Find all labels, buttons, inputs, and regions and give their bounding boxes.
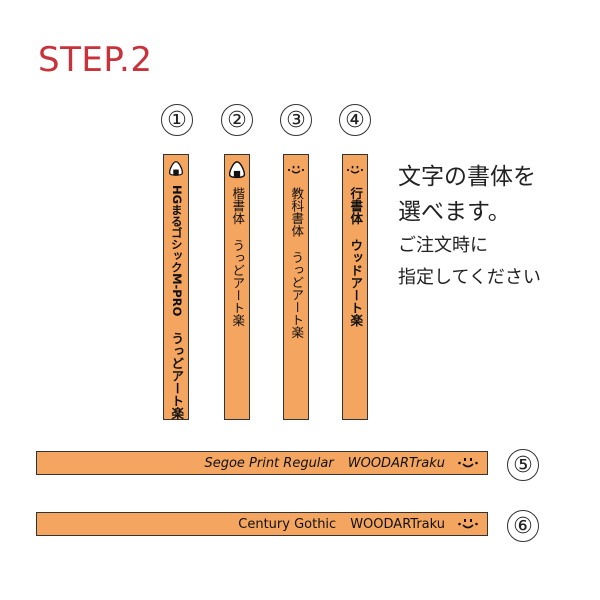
font-name-label: Century Gothic (238, 516, 337, 532)
smiley-icon (287, 165, 305, 174)
smiley-icon (458, 519, 478, 529)
option-number-2: ② (221, 104, 253, 136)
sample-text: ウッドアート楽 (348, 238, 364, 327)
option-number-1: ① (161, 104, 193, 136)
option-number-3: ③ (280, 104, 312, 136)
smiley-icon (346, 165, 364, 174)
sample-text: うっどアート楽 (289, 251, 305, 339)
instruction-line-1: 文字の書体を (398, 164, 536, 190)
option-number-5: ⑤ (507, 449, 539, 481)
font-sample-stick-2[interactable]: 楷書体 うっどアート楽 (224, 154, 250, 420)
font-name-label: HGまるゴシックM-PRO (169, 184, 184, 316)
option-number-4: ④ (339, 104, 371, 136)
instructions: 文字の書体を 選べます。 ご注文時に 指定してください (398, 160, 541, 294)
instruction-line-2: 選べます。 (398, 199, 511, 225)
font-name-label: Segoe Print Regular (204, 455, 334, 471)
font-name-label: 楷書体 (230, 187, 246, 225)
font-sample-stick-6[interactable]: Century Gothic WOODARTraku (36, 512, 488, 536)
font-name-label: 教科書体 (289, 187, 305, 237)
instruction-line-4: 指定してください (398, 267, 541, 288)
font-sample-stick-1[interactable]: HGまるゴシックM-PRO うっどアート楽 (163, 154, 189, 420)
font-sample-stick-5[interactable]: Segoe Print Regular WOODARTraku (36, 451, 488, 475)
font-sample-stick-3[interactable]: 教科書体 うっどアート楽 (283, 154, 309, 420)
option-number-6: ⑥ (507, 510, 539, 542)
onigiri-icon (228, 161, 246, 179)
step-title: STEP.2 (38, 40, 153, 80)
sample-text: WOODARTraku (347, 455, 445, 471)
sample-text: うっどアート楽 (169, 331, 185, 420)
instruction-line-3: ご注文時に (398, 235, 488, 256)
onigiri-icon (169, 161, 183, 176)
font-sample-stick-4[interactable]: 行書体 ウッドアート楽 (342, 154, 368, 420)
font-name-label: 行書体 (348, 187, 364, 225)
sample-text: WOODARTraku (350, 516, 445, 532)
sample-text: うっどアート楽 (230, 238, 246, 327)
smiley-icon (458, 458, 478, 468)
